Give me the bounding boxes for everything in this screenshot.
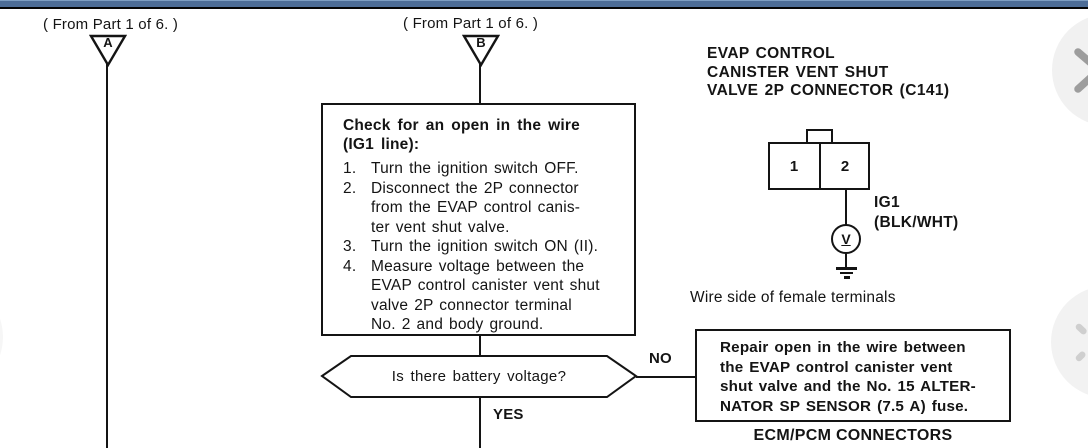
voltmeter-symbol: V [831, 224, 861, 254]
step-text: Disconnect the 2P connector from the EVA… [371, 179, 581, 236]
probe-wire-upper [845, 190, 847, 225]
offpage-connector-a: A [89, 34, 127, 67]
from-part-label-a: ( From Part 1 of 6. ) [43, 16, 179, 33]
no-branch-label: NO [649, 350, 672, 367]
step-number: 2. [343, 179, 357, 197]
connector-pin-1: 1 [789, 157, 799, 175]
triangle-a-shape [89, 34, 127, 67]
step-number: 1. [343, 160, 357, 177]
next-image-button[interactable] [1052, 14, 1088, 126]
connector-pin-2: 2 [840, 157, 850, 175]
probe-wire-lower [845, 253, 847, 268]
step-row: 2. Disconnect the 2P connector from the … [343, 179, 624, 238]
flow-line-yes-branch [479, 397, 481, 448]
offpage-connector-b: B [462, 34, 500, 67]
step-number: 3. [343, 238, 357, 255]
ground-symbol-bar-1 [836, 267, 857, 270]
ground-symbol-bar-2 [840, 271, 853, 274]
chevron-right-faded-icon [1075, 323, 1088, 362]
decision-question: Is there battery voltage? [391, 368, 567, 385]
chevron-right-icon [1074, 48, 1088, 93]
ecm-pcm-connectors-label: ECM/PCM CONNECTORS [753, 427, 953, 444]
flow-line-no-branch [636, 376, 695, 378]
check-box-title: Check for an open in the wire (IG1 line)… [343, 117, 580, 153]
check-instruction-box: Check for an open in the wire (IG1 line)… [321, 103, 636, 336]
flow-line-box-to-decision [479, 335, 481, 356]
node-a-letter: A [103, 35, 113, 50]
connector-cavity-divider [819, 142, 821, 190]
flow-line-a [106, 64, 108, 448]
ground-symbol-bar-3 [843, 276, 850, 279]
repair-action-box: Repair open in the wire between the EVAP… [695, 329, 1011, 422]
next-image-button-lower[interactable] [1051, 286, 1088, 398]
connector-lock-tab [806, 129, 833, 144]
viewer-top-bar [0, 0, 1088, 9]
yes-branch-label: YES [493, 406, 524, 423]
flow-line-b-to-box [479, 64, 481, 104]
step-row: 1. Turn the ignition switch OFF. [343, 159, 624, 179]
node-b-letter: B [476, 35, 486, 50]
triangle-b-shape [462, 34, 500, 67]
step-text: Turn the ignition switch OFF. [371, 160, 579, 177]
previous-image-button[interactable] [0, 281, 3, 393]
wire-color-label: IG1 (BLK/WHT) [874, 194, 959, 231]
wire-side-caption: Wire side of female terminals [690, 289, 896, 306]
from-part-label-b: ( From Part 1 of 6. ) [403, 15, 539, 32]
check-box-steps: 1. Turn the ignition switch OFF. 2. Disc… [343, 159, 624, 335]
step-text: Turn the ignition switch ON (II). [371, 238, 599, 255]
connector-title: EVAP CONTROL CANISTER VENT SHUT VALVE 2P… [707, 45, 950, 99]
step-row: 4. Measure voltage between the EVAP cont… [343, 257, 624, 335]
step-row: 3. Turn the ignition switch ON (II). [343, 237, 624, 257]
step-text: Measure voltage between the EVAP control… [371, 257, 600, 334]
step-number: 4. [343, 257, 357, 275]
